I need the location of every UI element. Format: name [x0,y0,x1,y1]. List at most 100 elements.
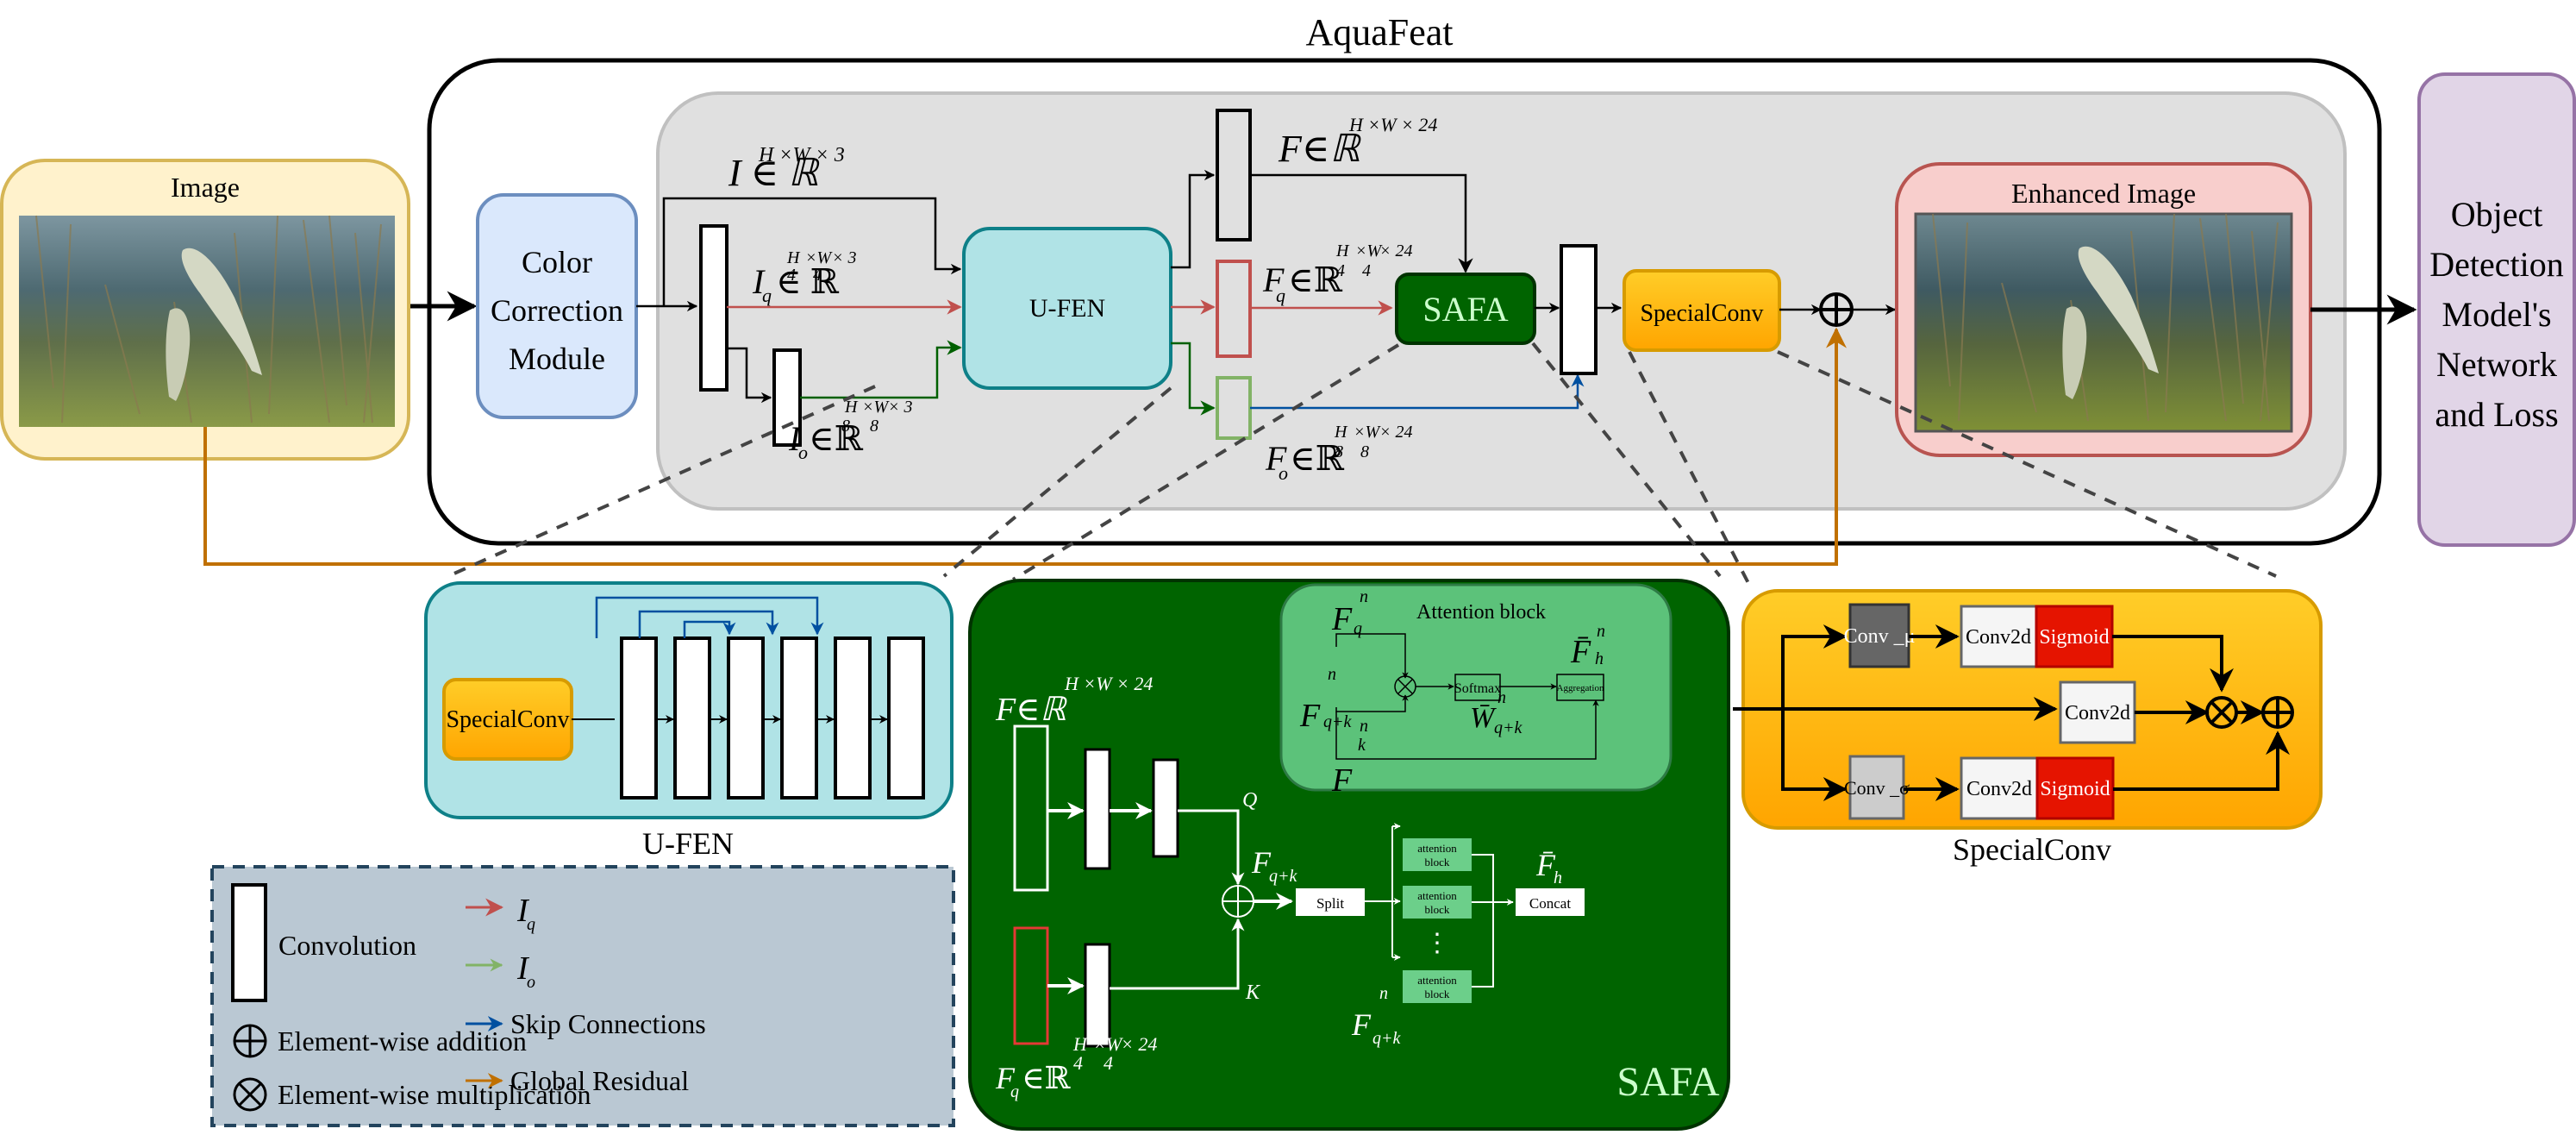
feature-Fo-block [1216,376,1252,440]
specialconv-module: SpecialConv [1623,269,1781,352]
svg-text:h: h [1554,868,1562,887]
ufen-specialconv-label: SpecialConv [446,706,569,733]
conv-sigma-box [1848,755,1905,820]
svg-text:Element-wise multiplication: Element-wise multiplication [278,1079,591,1110]
svg-text:× 3: × 3 [832,248,857,267]
svg-text:∈ℝ: ∈ℝ [1290,439,1345,478]
svg-text:4: 4 [1073,1052,1083,1074]
svg-text:4: 4 [1336,261,1345,280]
specialconv-detail-panel: Conv _μ Conv2d Sigmoid Conv2d Conv _σ Co… [1733,589,2323,830]
enhanced-image-panel: Enhanced Image [1895,162,2312,457]
svg-text:o: o [1279,462,1288,484]
svg-text:Correction: Correction [491,293,623,328]
svg-text:SAFA: SAFA [1422,290,1508,329]
svg-text:4: 4 [1362,261,1371,280]
aggregation-box [1556,674,1604,701]
svg-text:attention: attention [1417,974,1457,987]
svg-text:Network: Network [2436,345,2557,384]
svg-text:Split: Split [1316,895,1344,912]
conv2d-box [1960,605,2038,668]
svg-text:Attention block: Attention block [1416,601,1546,624]
svg-text:8: 8 [841,417,850,436]
ufen-conv-block [887,636,925,800]
svg-text:× 24: × 24 [1379,241,1413,260]
legend-multiply-icon [233,1077,267,1112]
svg-text:H ×W × 3: H ×W × 3 [758,144,845,166]
svg-text:q: q [1010,1082,1019,1101]
svg-text:Module: Module [509,342,605,376]
svg-text:Element-wise addition: Element-wise addition [278,1025,527,1057]
conv-block [1560,244,1597,375]
svg-text:H: H [1335,241,1350,260]
arrow-Io [800,340,962,399]
svg-text:× 24: × 24 [1379,423,1413,442]
svg-text:×W: ×W [1355,241,1383,260]
svg-text:Model's: Model's [2442,295,2551,334]
svg-text:q: q [527,915,535,934]
specialconv-caption: SpecialConv [1953,832,2111,867]
svg-text:attention: attention [1417,889,1457,902]
svg-text:n: n [1379,984,1388,1003]
svg-text:I ∈ ℝ: I ∈ ℝ [728,152,820,194]
conv-block [1084,943,1111,1048]
svg-text:block: block [1425,903,1450,916]
svg-text:× 24: × 24 [1121,1033,1157,1055]
svg-text:n: n [1497,688,1506,707]
svg-text:I: I [516,950,530,987]
ufen-conv-block [673,636,711,800]
svg-text:F̄: F̄ [1570,634,1591,670]
ufen-module: U-FEN [962,227,1172,390]
svg-text:∈ℝ: ∈ℝ [1022,1061,1072,1095]
svg-text:8: 8 [1360,442,1369,461]
ufen-conv-blocks [620,636,925,800]
legend-conv-icon [231,883,267,1002]
svg-text:F: F [995,1061,1016,1095]
arrow-global-residual [203,327,1847,566]
svg-text:F: F [1299,698,1321,734]
sc-add-icon [2261,696,2294,729]
ufen-caption: U-FEN [642,826,734,861]
svg-text:Conv2d: Conv2d [1966,626,2031,649]
conv-mu-box [1848,603,1910,668]
diagram-title: AquaFeat [1305,11,1453,53]
sigmoid-box [2035,756,2115,820]
svg-text:Aggregation: Aggregation [1557,683,1604,693]
ufen-conv-block [620,636,658,800]
enhanced-image-label: Enhanced Image [2011,178,2196,209]
legend: Convolution Element-wise addition Elemen… [210,865,955,1127]
svg-text:H: H [844,398,859,417]
zoom-guides [447,342,2277,587]
svg-text:K: K [1245,981,1261,1004]
svg-text:Softmax: Softmax [1454,681,1501,696]
svg-text:q+k: q+k [1269,867,1297,886]
feature-Fq-block [1216,260,1252,358]
svg-text:n: n [1360,587,1368,606]
input-image-label: Image [171,172,240,203]
svg-text:Conv _μ: Conv _μ [1844,625,1916,648]
math-I: I ∈ ℝ H ×W × 3 [728,144,845,194]
svg-text:H: H [1334,423,1348,442]
ellipsis: ⋮ [1424,929,1450,957]
svg-text:q+k: q+k [1494,718,1522,737]
svg-text:∈ ℝ: ∈ ℝ [776,262,840,301]
math-Fq: F q ∈ℝ H 4 ×W 4 × 24 [1262,241,1413,306]
concat-box [1516,888,1585,916]
svg-text:F̄: F̄ [1535,848,1556,882]
attention-block-instance: attention block [1403,886,1472,919]
svg-text:n: n [1597,622,1605,641]
svg-text:F∈ℝ: F∈ℝ [995,692,1067,728]
svg-text:I: I [752,262,766,301]
conv2d-box [2059,680,2136,744]
svg-text:× 3: × 3 [888,398,913,417]
input-photo [19,215,395,427]
svg-text:Color: Color [522,245,592,279]
svg-text:F: F [1251,845,1272,880]
attention-block-instance: attention block [1403,970,1472,1003]
svg-text:F: F [1331,601,1353,637]
math-Io: I o ∈ℝ H 8 ×W 8 × 3 [788,398,913,463]
svg-text:q: q [1354,619,1362,638]
svg-text:W̄: W̄ [1470,702,1497,734]
conv-block [699,224,728,392]
svg-text:q: q [1276,285,1285,306]
svg-text:Conv2d: Conv2d [1966,778,2032,800]
